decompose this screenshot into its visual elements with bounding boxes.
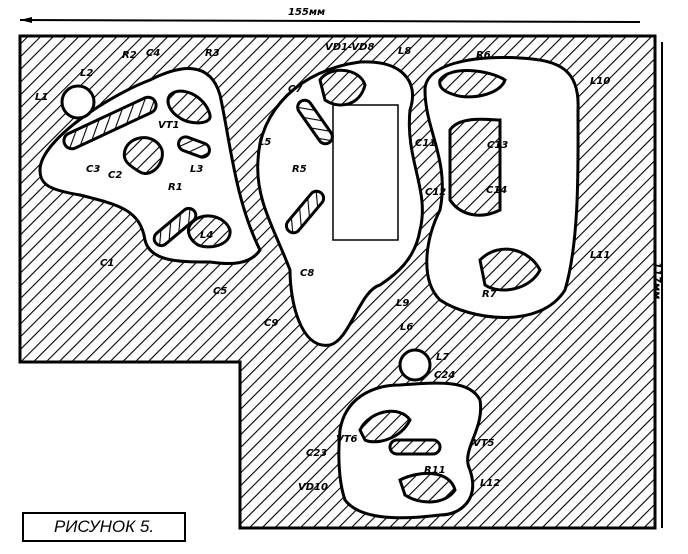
- label-R1: R1: [168, 182, 183, 193]
- label-L2: L2: [80, 68, 93, 79]
- label-C24: C24: [434, 370, 455, 381]
- label-C2: C2: [108, 170, 122, 181]
- label-R11: R11: [424, 465, 446, 476]
- label-L12: L12: [480, 478, 500, 489]
- label-L1: L1: [35, 92, 48, 103]
- diode-bank: [332, 104, 399, 241]
- label-C5: C5: [213, 286, 227, 297]
- label-C1: C1: [100, 258, 114, 269]
- label-C4: C4: [146, 48, 160, 59]
- label-C7: C7: [288, 84, 302, 95]
- label-VT5: VT5: [473, 438, 495, 449]
- label-C3: C3: [86, 164, 100, 175]
- width-dimension-label: 155мм: [288, 7, 325, 18]
- label-L3: L3: [190, 164, 203, 175]
- label-L5: L5: [258, 137, 271, 148]
- label-C23: C23: [306, 448, 327, 459]
- label-VT6: VT6: [336, 434, 358, 445]
- label-R6: R6: [476, 50, 491, 61]
- figure-caption: РИСУНОК 5.: [22, 512, 186, 542]
- label-L4: L4: [200, 230, 213, 241]
- component-labels: L1 L2 R2 C4 R3 VT1 C3 C2 R1 L3 L4 C1 C5 …: [35, 42, 610, 493]
- label-C8: C8: [300, 268, 314, 279]
- label-L8: L8: [398, 46, 411, 57]
- label-VD1-VD8: VD1-VD8: [325, 42, 374, 53]
- label-C14: C14: [486, 185, 507, 196]
- label-R7: R7: [482, 289, 497, 300]
- label-C9: C9: [264, 318, 278, 329]
- label-L6: L6: [400, 322, 413, 333]
- label-C12: C12: [425, 187, 446, 198]
- label-R3: R3: [205, 48, 220, 59]
- label-VT1: VT1: [158, 120, 180, 131]
- label-R2: R2: [122, 50, 137, 61]
- label-VD10: VD10: [298, 482, 328, 493]
- label-L9: L9: [396, 298, 409, 309]
- copper-islands: [62, 68, 542, 504]
- label-C11: C11: [415, 138, 436, 149]
- width-dimension-line: [19, 19, 641, 23]
- label-L10: L10: [590, 76, 610, 87]
- label-L11: L11: [590, 250, 610, 261]
- label-R5: R5: [292, 164, 307, 175]
- label-L7: L7: [436, 352, 449, 363]
- label-C13: C13: [487, 140, 508, 151]
- arrow-left-icon: [20, 17, 32, 23]
